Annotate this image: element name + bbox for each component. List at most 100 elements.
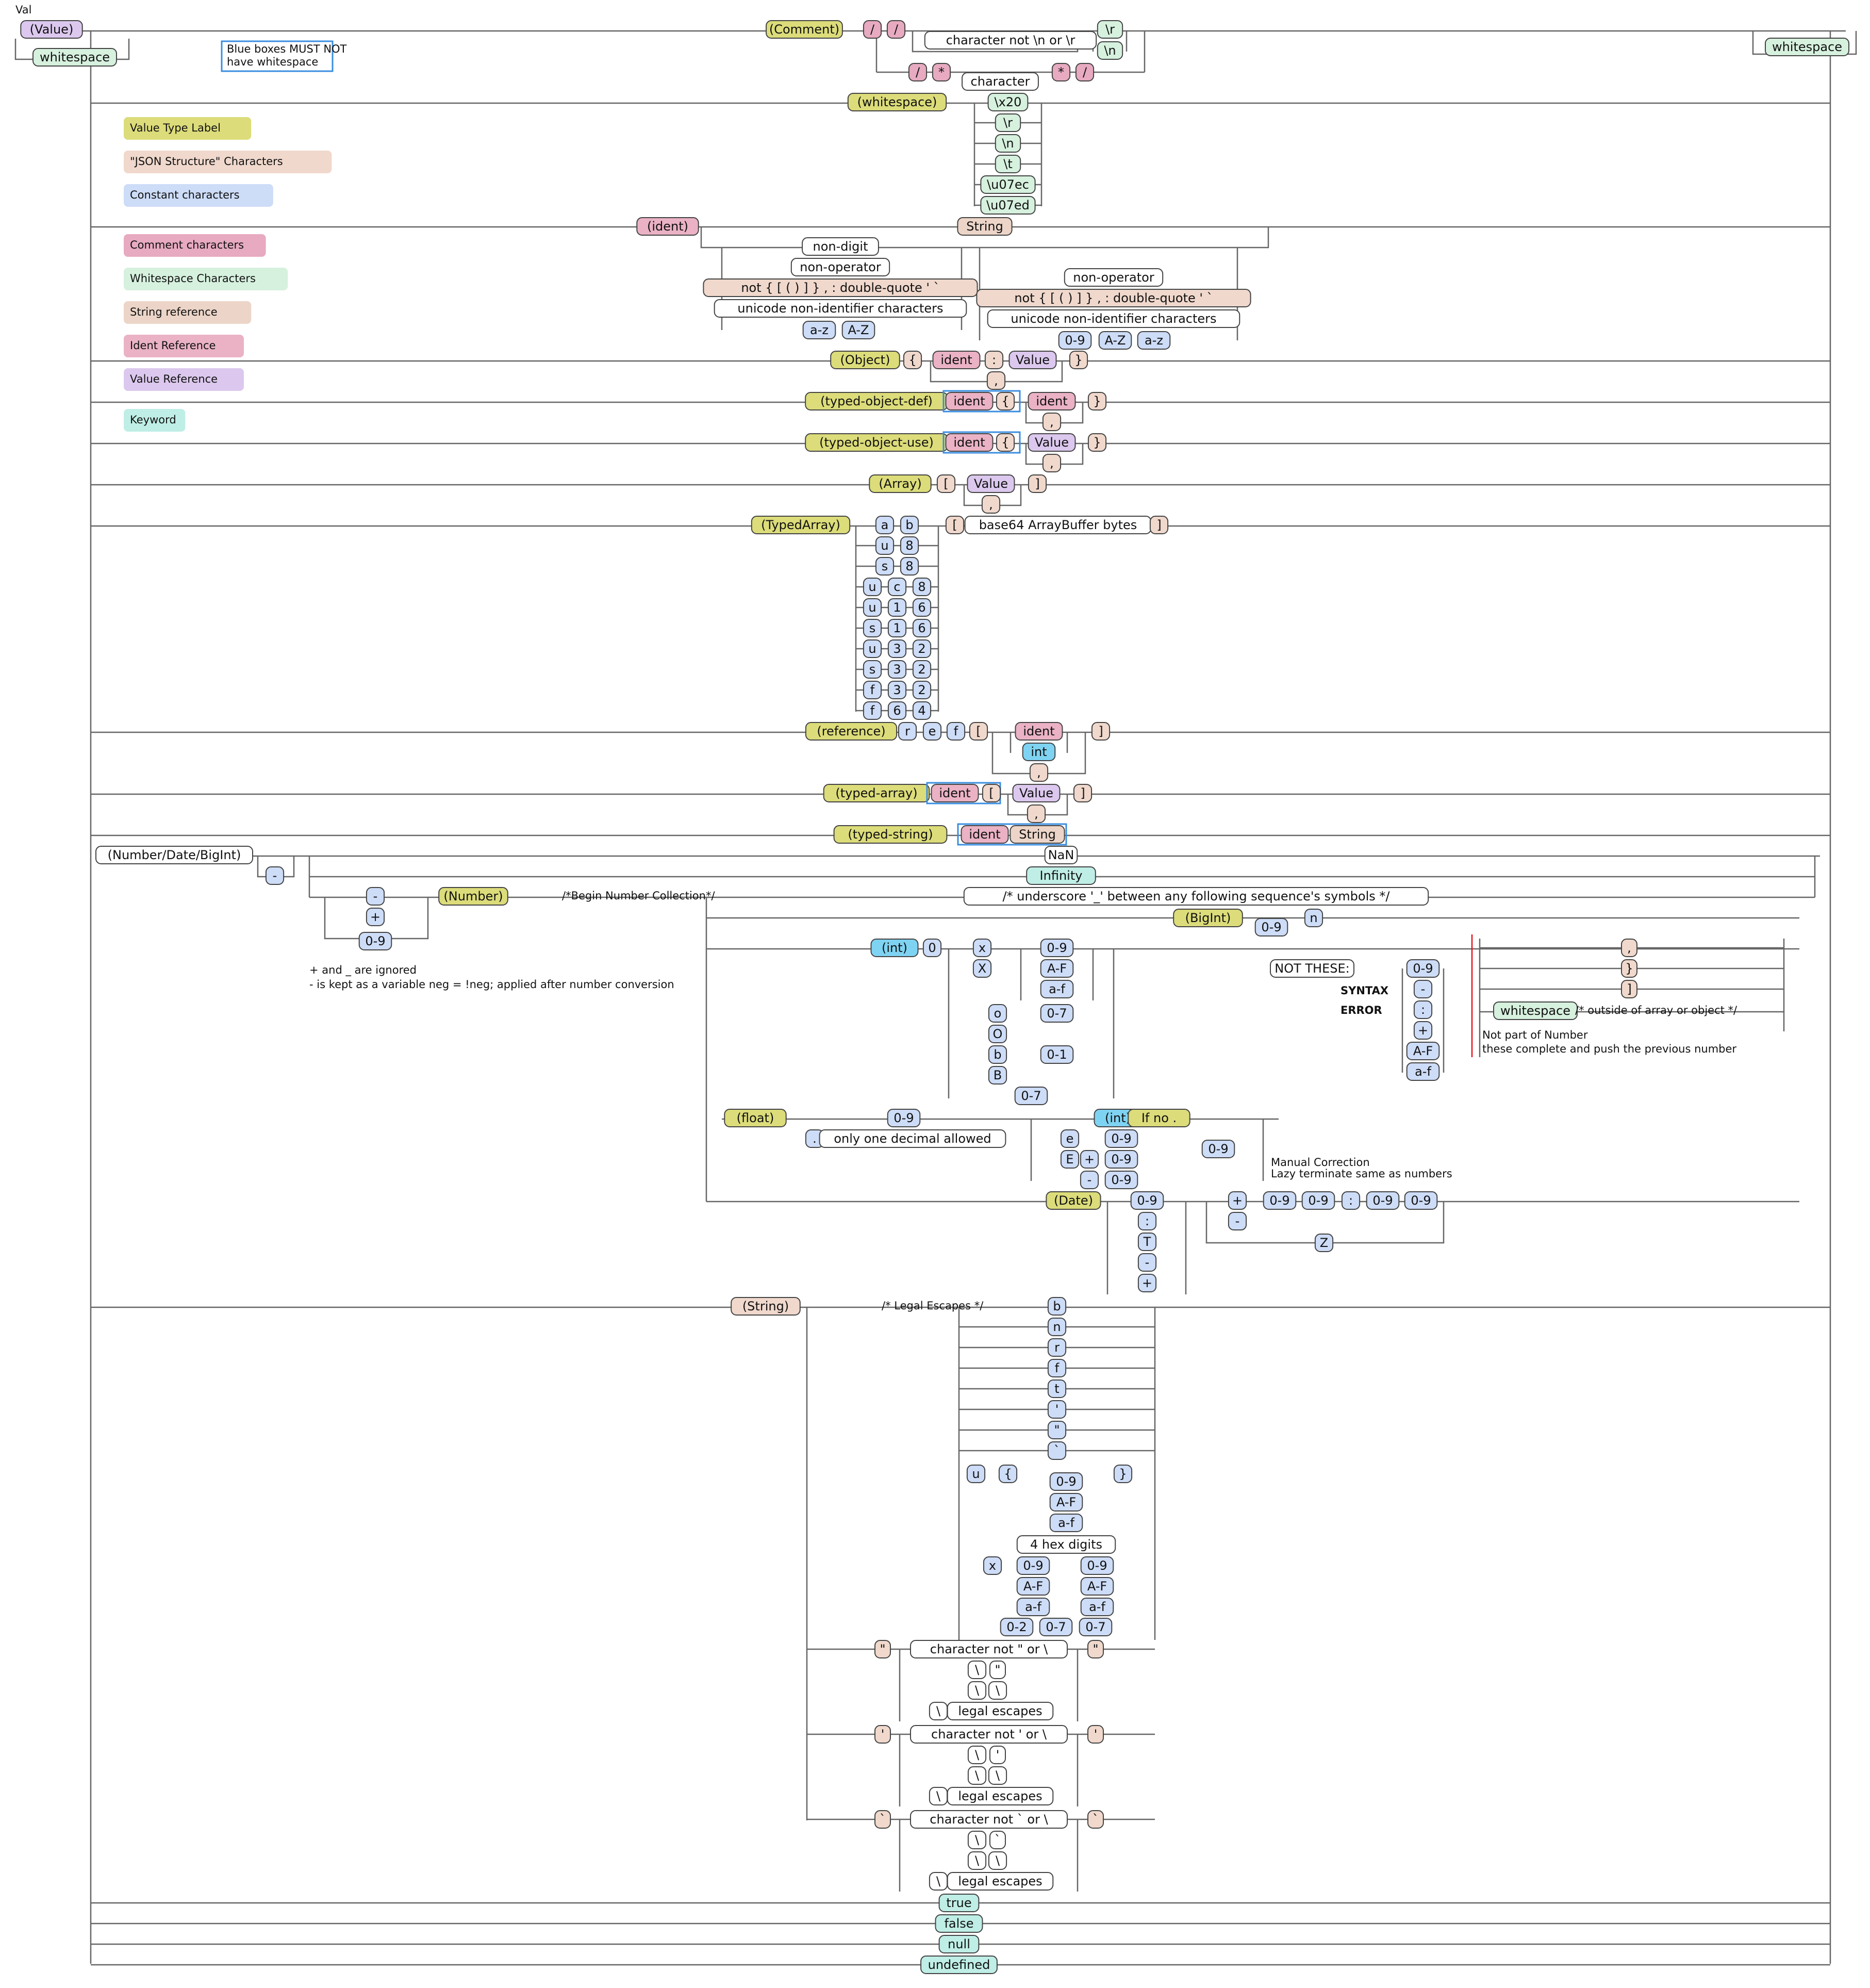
sign-minus: - xyxy=(366,887,385,906)
quote-open-2-text: ` xyxy=(880,1812,886,1827)
tod-close-text: } xyxy=(1093,394,1101,408)
tou-value-text: Value xyxy=(1035,435,1069,450)
infinity-keyword: Infinity xyxy=(1026,866,1096,885)
comment-lf-text: \n xyxy=(1104,43,1116,58)
escape-char-5-text: ' xyxy=(1055,1402,1059,1417)
tz-hh1: 0-9 xyxy=(1263,1191,1297,1210)
infinity-keyword-text: Infinity xyxy=(1040,868,1083,883)
ts-string: String xyxy=(1010,825,1065,844)
quote-legal-escapes-text: legal escapes xyxy=(958,1789,1042,1803)
quote-close-2: ` xyxy=(1087,1810,1104,1829)
quote-bs-3-text: \ xyxy=(936,1704,941,1718)
quote-char-not-1: character not ' or \ xyxy=(910,1725,1068,1744)
typed-object-use-label: (typed-object-use) xyxy=(805,433,948,452)
legend-label: Whitespace Characters xyxy=(130,272,256,285)
typedarray-type-char: a xyxy=(875,516,895,534)
typedarray-bytes-text: base64 ArrayBuffer bytes xyxy=(979,518,1137,532)
bigint-n-text: n xyxy=(1310,911,1317,925)
bin-b-text: b xyxy=(994,1047,1001,1062)
x-hex1-0-text: 0-9 xyxy=(1023,1558,1043,1573)
terminator-whitespace-text: whitespace xyxy=(1500,1004,1570,1018)
escape-u-close: } xyxy=(1113,1465,1133,1483)
ws-char-3-text: \t xyxy=(1003,157,1013,171)
number-date-bigint-label-text: (Number/Date/BigInt) xyxy=(108,848,241,862)
u-hex4: 4 hex digits xyxy=(1016,1535,1116,1554)
x-hex1-1: A-F xyxy=(1016,1577,1050,1596)
escape-char-3-text: f xyxy=(1055,1361,1060,1375)
ident-branch xyxy=(700,227,1269,249)
quote-bs-2: \ xyxy=(967,1766,987,1785)
object-value-text: Value xyxy=(1016,353,1050,367)
ws-char-5-text: \u07ed xyxy=(986,198,1030,212)
date-item-0-text: 0-9 xyxy=(1137,1193,1157,1208)
legacy-octal-text: 0-7 xyxy=(1021,1089,1041,1103)
array-comma-text: , xyxy=(989,497,993,512)
ident-label-text: (ident) xyxy=(647,219,688,234)
quote-bs-1: \ xyxy=(967,1831,987,1849)
quote-bs-escaped: \ xyxy=(988,1766,1007,1785)
typedarray-label: (TypedArray) xyxy=(751,516,851,534)
typedarray-bytes: base64 ArrayBuffer bytes xyxy=(964,516,1152,534)
ref-ident-text: ident xyxy=(1023,724,1054,738)
block-star-2: * xyxy=(1051,63,1071,81)
bin-B: B xyxy=(988,1066,1007,1085)
octal-07a: 0-7 xyxy=(1039,1618,1073,1636)
quote-char-not-0: character not " or \ xyxy=(910,1640,1068,1658)
terminator-1: } xyxy=(1621,959,1637,978)
oct-range: 0-7 xyxy=(1040,1004,1074,1023)
object-colon: : xyxy=(984,351,1004,369)
ta2-value: Value xyxy=(1012,784,1061,802)
typedarray-type-char: f xyxy=(863,701,882,720)
octal-02: 0-2 xyxy=(1000,1618,1034,1636)
legacy-octal: 0-7 xyxy=(1014,1087,1048,1105)
exp-minus-text: - xyxy=(1087,1173,1092,1187)
typedarray-close-text: ] xyxy=(1156,518,1161,532)
typedarray-type-char: 8 xyxy=(900,557,919,576)
quote-bs-escaped-text: \ xyxy=(996,1853,1000,1868)
ta2-ident: ident xyxy=(931,784,979,802)
typedarray-type-char-text: s xyxy=(869,662,876,677)
not-these-item-text: a-f xyxy=(1415,1064,1431,1079)
quote-close-1: ' xyxy=(1087,1725,1104,1744)
ref-open: [ xyxy=(969,722,988,741)
tou-close-text: } xyxy=(1093,435,1101,450)
date-item-2-text: T xyxy=(1143,1235,1151,1249)
ws-char-3: \t xyxy=(995,155,1021,173)
ts-string-text: String xyxy=(1019,827,1056,842)
ident-left-3: unicode non-identifier characters xyxy=(714,299,967,318)
escape-u-close-text: } xyxy=(1119,1467,1127,1481)
keyword-true: true xyxy=(938,1894,980,1912)
bin-range: 0-1 xyxy=(1040,1045,1074,1064)
ident-range-az2-text: a-z xyxy=(1145,333,1163,348)
exp-plus: + xyxy=(1080,1150,1099,1169)
quote-bs-escaped-text: \ xyxy=(996,1768,1000,1783)
not-these-item: a-f xyxy=(1406,1062,1440,1081)
sign-plus-text: + xyxy=(370,910,380,924)
tod-close: } xyxy=(1087,392,1107,410)
ident-range-09-text: 0-9 xyxy=(1065,333,1085,348)
array-open-text: [ xyxy=(944,477,948,491)
u-hex-range-1: A-F xyxy=(1049,1493,1083,1511)
typedarray-type-char-text: 6 xyxy=(893,703,901,718)
bigint-digits-text: 0-9 xyxy=(1261,920,1281,934)
ta2-ident-text: ident xyxy=(939,786,970,800)
u-hex-range-1-text: A-F xyxy=(1056,1495,1076,1509)
hex-af: a-f xyxy=(1040,980,1074,998)
typedarray-type-char-text: u xyxy=(868,600,876,615)
exp-digits-tail: 0-9 xyxy=(1201,1140,1235,1158)
bin-b: b xyxy=(988,1045,1007,1064)
tou-ident-text: ident xyxy=(953,435,985,450)
octal-07b-text: 0-7 xyxy=(1085,1620,1105,1634)
u-hex4-text: 4 hex digits xyxy=(1030,1537,1102,1552)
quote-bs-2: \ xyxy=(967,1681,987,1700)
typedarray-type-char-text: 2 xyxy=(918,642,925,656)
oct-o-text: o xyxy=(994,1006,1002,1021)
quote-escaped: ` xyxy=(989,1831,1006,1849)
ref-comma: , xyxy=(1029,763,1049,782)
quote-bs-escaped-text: \ xyxy=(996,1683,1000,1698)
ta2-value-text: Value xyxy=(1019,786,1053,800)
typedarray-close: ] xyxy=(1149,516,1169,534)
array-label: (Array) xyxy=(869,474,932,493)
tod-open: { xyxy=(996,392,1015,410)
legend-label: Value Reference xyxy=(130,373,218,385)
